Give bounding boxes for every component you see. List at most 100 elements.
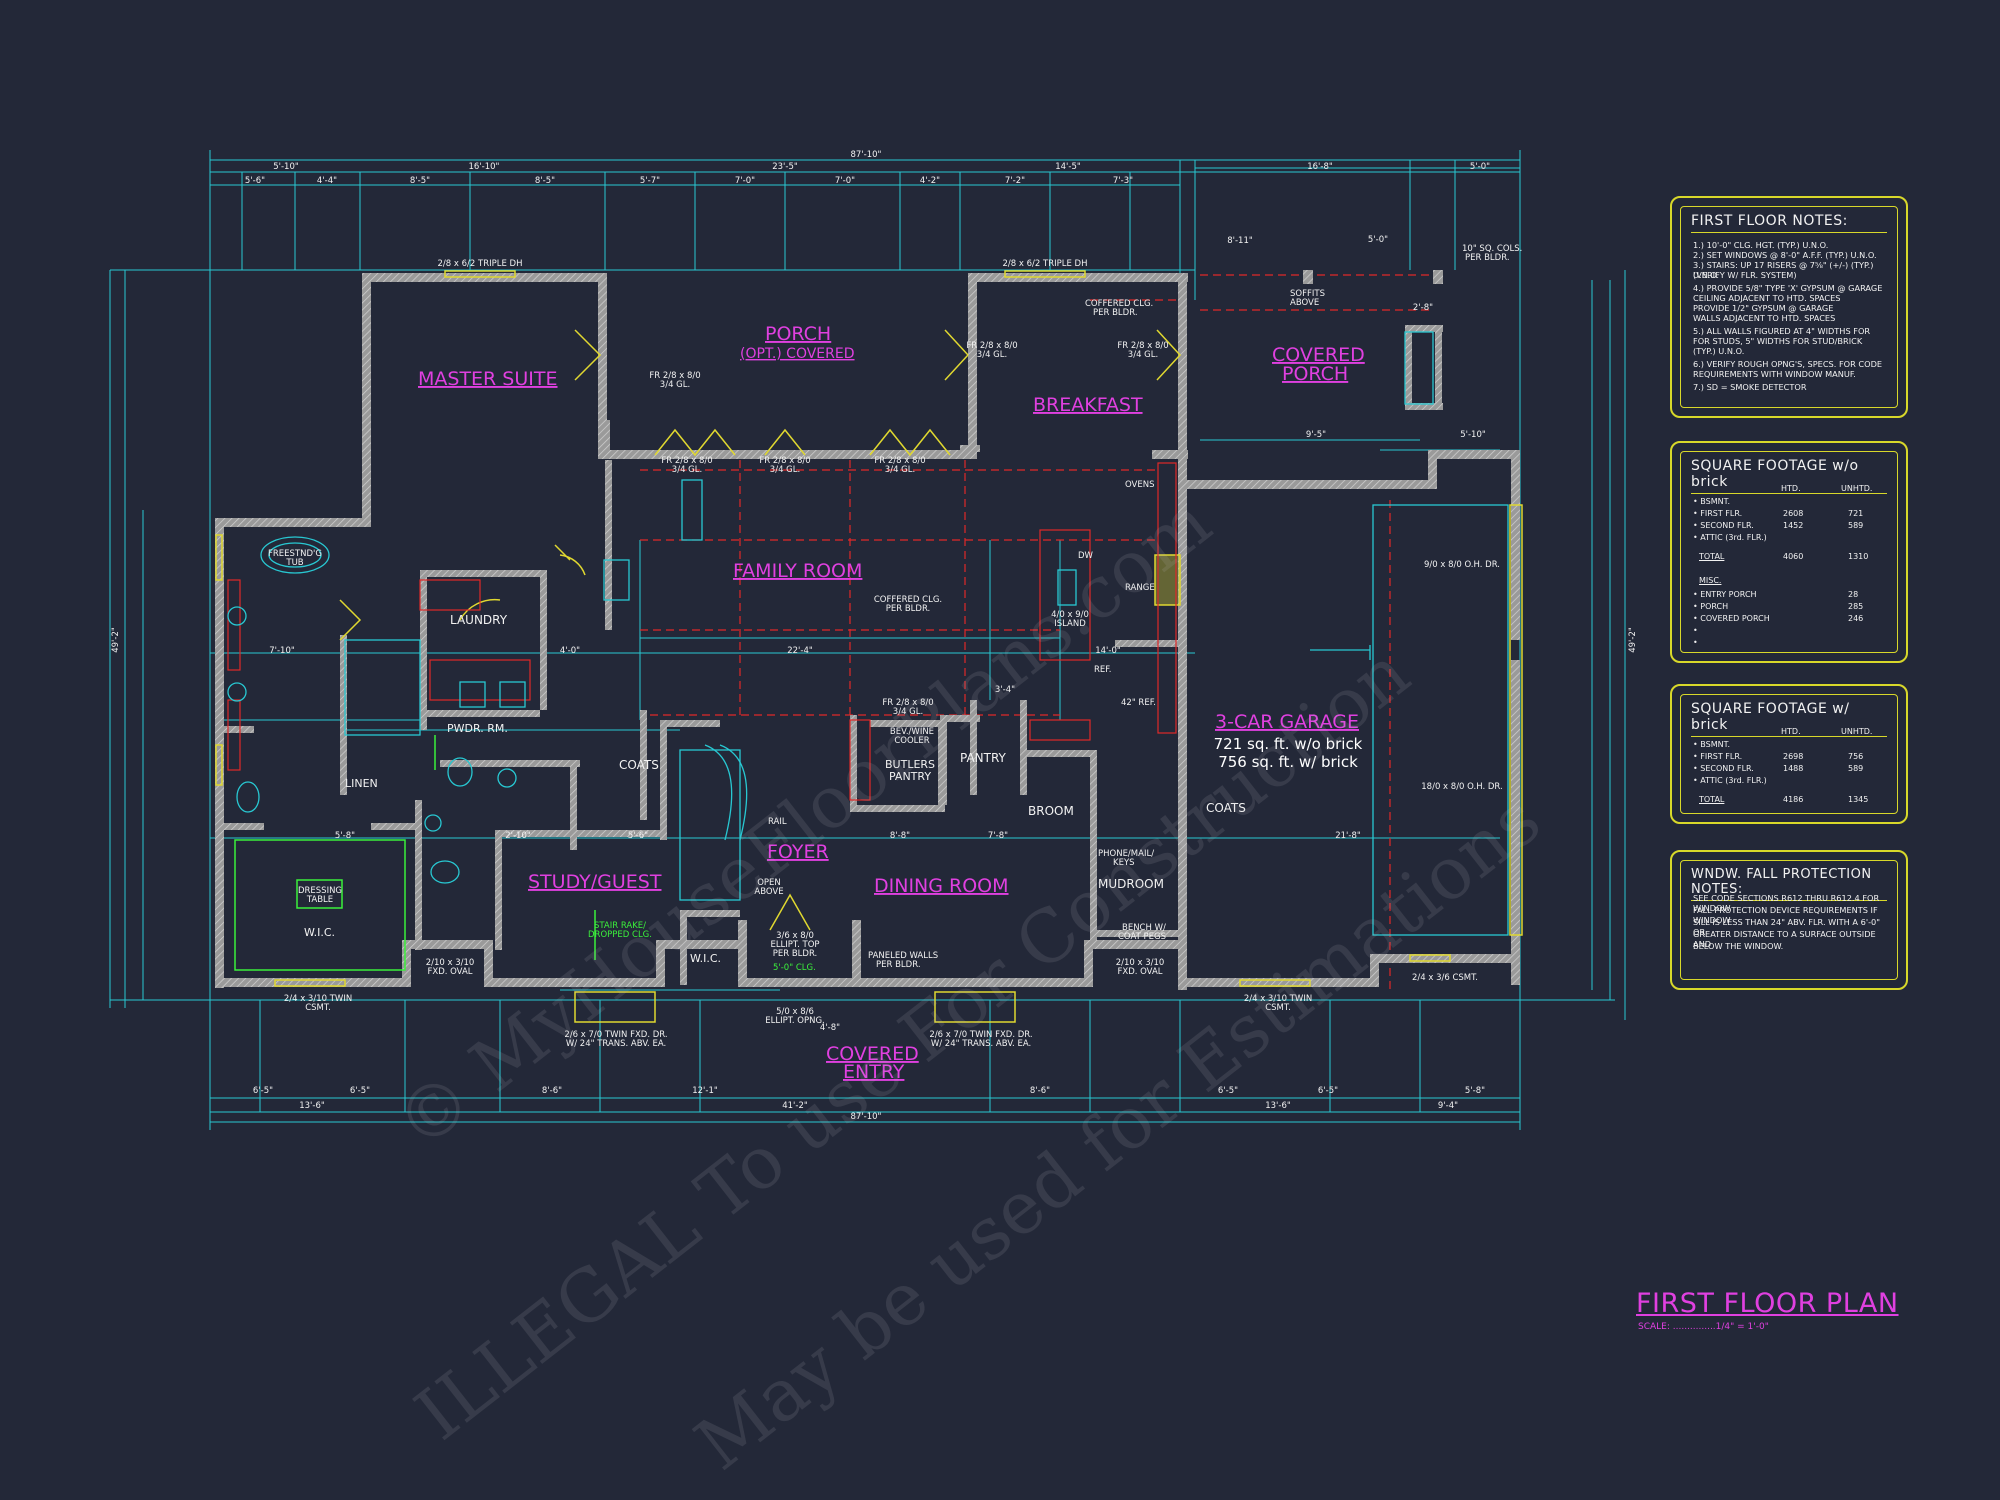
dim-b12: 9'-4" — [1438, 1101, 1458, 1111]
label-ellipt-top-2: ELLIPT. TOP — [770, 940, 819, 950]
label-fr-6a: FR 2/8 x 8/0 — [1117, 341, 1168, 351]
label-twin-csmt-2a: 2/4 x 3/10 TWIN — [1244, 994, 1312, 1004]
first-floor-notes-box: FIRST FLOOR NOTES: 1.) 10'-0" CLG. HGT. … — [1670, 196, 1908, 418]
label-twin-csmt-1b: CSMT. — [305, 1003, 331, 1013]
label-open-2: ABOVE — [754, 887, 783, 897]
sf-misc-label: • ENTRY PORCH — [1693, 590, 1757, 599]
label-ellipt-top-1: 3/6 x 8/0 — [776, 931, 814, 941]
green-lines — [234, 735, 596, 971]
label-fr-3a: FR 2/8 x 8/0 — [759, 456, 810, 466]
label-tub-2: TUB — [285, 558, 303, 568]
note-line: 4.) PROVIDE 5/8" TYPE 'X' GYPSUM @ GARAG… — [1693, 283, 1883, 293]
sf-row: • ATTIC (3rd. FLR.) — [1693, 533, 1887, 545]
label-fr-7b: 3/4 GL. — [893, 707, 923, 717]
dim-t11: 5'-7" — [640, 176, 660, 186]
label-paneled-1: PANELED WALLS — [868, 951, 938, 961]
dim-mid9: 8'-11" — [1227, 236, 1253, 246]
label-island-1: 4/0 x 9/0 — [1051, 610, 1089, 620]
dim-mid7: 4'-0" — [560, 646, 580, 656]
sf-total-unhtd: 1345 — [1848, 795, 1869, 804]
dim-mid11: 5'-10" — [1460, 430, 1486, 440]
label-fxd-oval-1b: FXD. OVAL — [427, 967, 472, 977]
sf-without-brick-box: SQUARE FOOTAGE w/o brick HTD. UNHTD. • B… — [1670, 441, 1908, 663]
dim-mid12: 2'-8" — [1413, 303, 1433, 313]
note-line: SILL IS LESS THAN 24" ABV. FLR. WITH A 6… — [1693, 917, 1881, 937]
label-fr-4a: FR 2/8 x 8/0 — [874, 456, 925, 466]
window-fall-notes-box: WNDW. FALL PROTECTION NOTES: SEE CODE SE… — [1670, 850, 1908, 990]
sf-misc-label: • PORCH — [1693, 602, 1729, 611]
sf-with-brick-title: SQUARE FOOTAGE w/ brick — [1691, 701, 1887, 737]
dim-b4: 8'-6" — [542, 1086, 562, 1096]
label-fr-1a: FR 2/8 x 8/0 — [649, 371, 700, 381]
label-pwdr-rm: PWDR. RM. — [447, 722, 508, 735]
sf-row: • ATTIC (3rd. FLR.) — [1693, 776, 1887, 788]
dim-mid13: 3'-4" — [995, 685, 1015, 695]
note-line: 5.) ALL WALLS FIGURED AT 4" WIDTHS FOR — [1693, 326, 1871, 336]
label-dressing-2: TABLE — [306, 895, 333, 905]
sf-misc-title: MISC. — [1699, 576, 1722, 585]
dim-t4: 14'-5" — [1055, 162, 1081, 172]
label-ref: REF. — [1094, 665, 1112, 675]
label-ohdr-2: 18/0 x 8/0 O.H. DR. — [1421, 782, 1502, 792]
plan-title: FIRST FLOOR PLAN — [1636, 1288, 1899, 1319]
window-fall-notes-title: WNDW. FALL PROTECTION NOTES: — [1691, 867, 1887, 901]
dim-mid1: 7'-10" — [269, 646, 295, 656]
label-mudroom: MUDROOM — [1098, 877, 1164, 891]
note-line: BELOW THE WINDOW. — [1693, 941, 1784, 951]
note-line: 2.) SET WINDOWS @ 8'-0" A.F.F. (TYP.) U.… — [1693, 250, 1877, 260]
dim-t1: 5'-10" — [273, 162, 299, 172]
sf-total-unhtd: 1310 — [1848, 552, 1869, 561]
dim-b10: 6'-5" — [1318, 1086, 1338, 1096]
dim-overall-top: 87'-10" — [851, 150, 882, 160]
label-fr-5b: 3/4 GL. — [977, 350, 1007, 360]
sf-row-htd: 1452 — [1783, 521, 1804, 530]
sf-row-label: • ATTIC (3rd. FLR.) — [1693, 776, 1767, 785]
sf-col-htd: HTD. — [1781, 727, 1801, 736]
dim-overall-left: 49'-2" — [111, 627, 121, 653]
label-broom: BROOM — [1028, 804, 1074, 818]
label-twin-csmt-1a: 2/4 x 3/10 TWIN — [284, 994, 352, 1004]
label-fxd-oval-2a: 2/10 x 3/10 — [1116, 958, 1165, 968]
sf-without-brick-inner: SQUARE FOOTAGE w/o brick HTD. UNHTD. • B… — [1680, 451, 1898, 653]
note-line: WALLS ADJACENT TO HTD. SPACES — [1693, 313, 1836, 323]
sf-row-label: • FIRST FLR. — [1693, 509, 1743, 518]
dim-b5: 12'-1" — [692, 1086, 718, 1096]
dim-t14: 4'-2" — [920, 176, 940, 186]
dim-t13: 7'-0" — [835, 176, 855, 186]
room-labels: MASTER SUITE PORCH (OPT.) COVERED BREAKF… — [418, 323, 1365, 1083]
label-ohdr-1: 9/0 x 8/0 O.H. DR. — [1424, 560, 1500, 570]
sf-total-htd: 4186 — [1783, 795, 1804, 804]
sf-row: • SECOND FLR. 1488 589 — [1693, 764, 1887, 776]
label-wic-1: W.I.C. — [304, 926, 335, 939]
dim-mid10: 5'-0" — [1368, 235, 1388, 245]
label-fxd-oval-2b: FXD. OVAL — [1117, 967, 1162, 977]
sf-row: • FIRST FLR. 2698 756 — [1693, 752, 1887, 764]
dim-b9: 13'-6" — [1265, 1101, 1291, 1111]
label-bench-2: COAT PEGS — [1118, 932, 1166, 942]
sf-misc-row: • — [1693, 638, 1887, 650]
sf-col-unhtd: UNHTD. — [1841, 727, 1873, 736]
label-rail: RAIL — [768, 817, 787, 827]
note-line: (TYP.) U.N.O. — [1693, 346, 1745, 356]
dim-overall-bottom: 87'-10" — [851, 1112, 882, 1122]
dim-t9: 8'-5" — [410, 176, 430, 186]
sf-misc-val: 246 — [1848, 614, 1864, 623]
sf-row-unhtd: 589 — [1848, 764, 1864, 773]
sf-with-brick-inner: SQUARE FOOTAGE w/ brick HTD. UNHTD. • BS… — [1680, 694, 1898, 814]
label-phone-2: KEYS — [1113, 858, 1135, 868]
label-range: RANGE — [1125, 583, 1155, 593]
dim-fr: 22'-4" — [787, 646, 813, 656]
label-ovens: OVENS — [1125, 480, 1154, 490]
label-bench-1: BENCH W/ — [1122, 923, 1166, 933]
dim-t5: 16'-8" — [1307, 162, 1333, 172]
sf-misc-row: • ENTRY PORCH 28 — [1693, 590, 1887, 602]
sf-row-unhtd: 721 — [1848, 509, 1864, 518]
label-coffered-1: COFFERED CLG. — [1085, 299, 1153, 309]
sf-row: • BSMNT. — [1693, 497, 1887, 509]
label-triple-dh-2: 2/8 x 6/2 TRIPLE DH — [1003, 259, 1088, 269]
sf-row: • BSMNT. — [1693, 740, 1887, 752]
dim-mid2: 5'-8" — [335, 831, 355, 841]
label-coats-1: COATS — [619, 758, 659, 772]
dim-garage: 21'-8" — [1335, 831, 1361, 841]
